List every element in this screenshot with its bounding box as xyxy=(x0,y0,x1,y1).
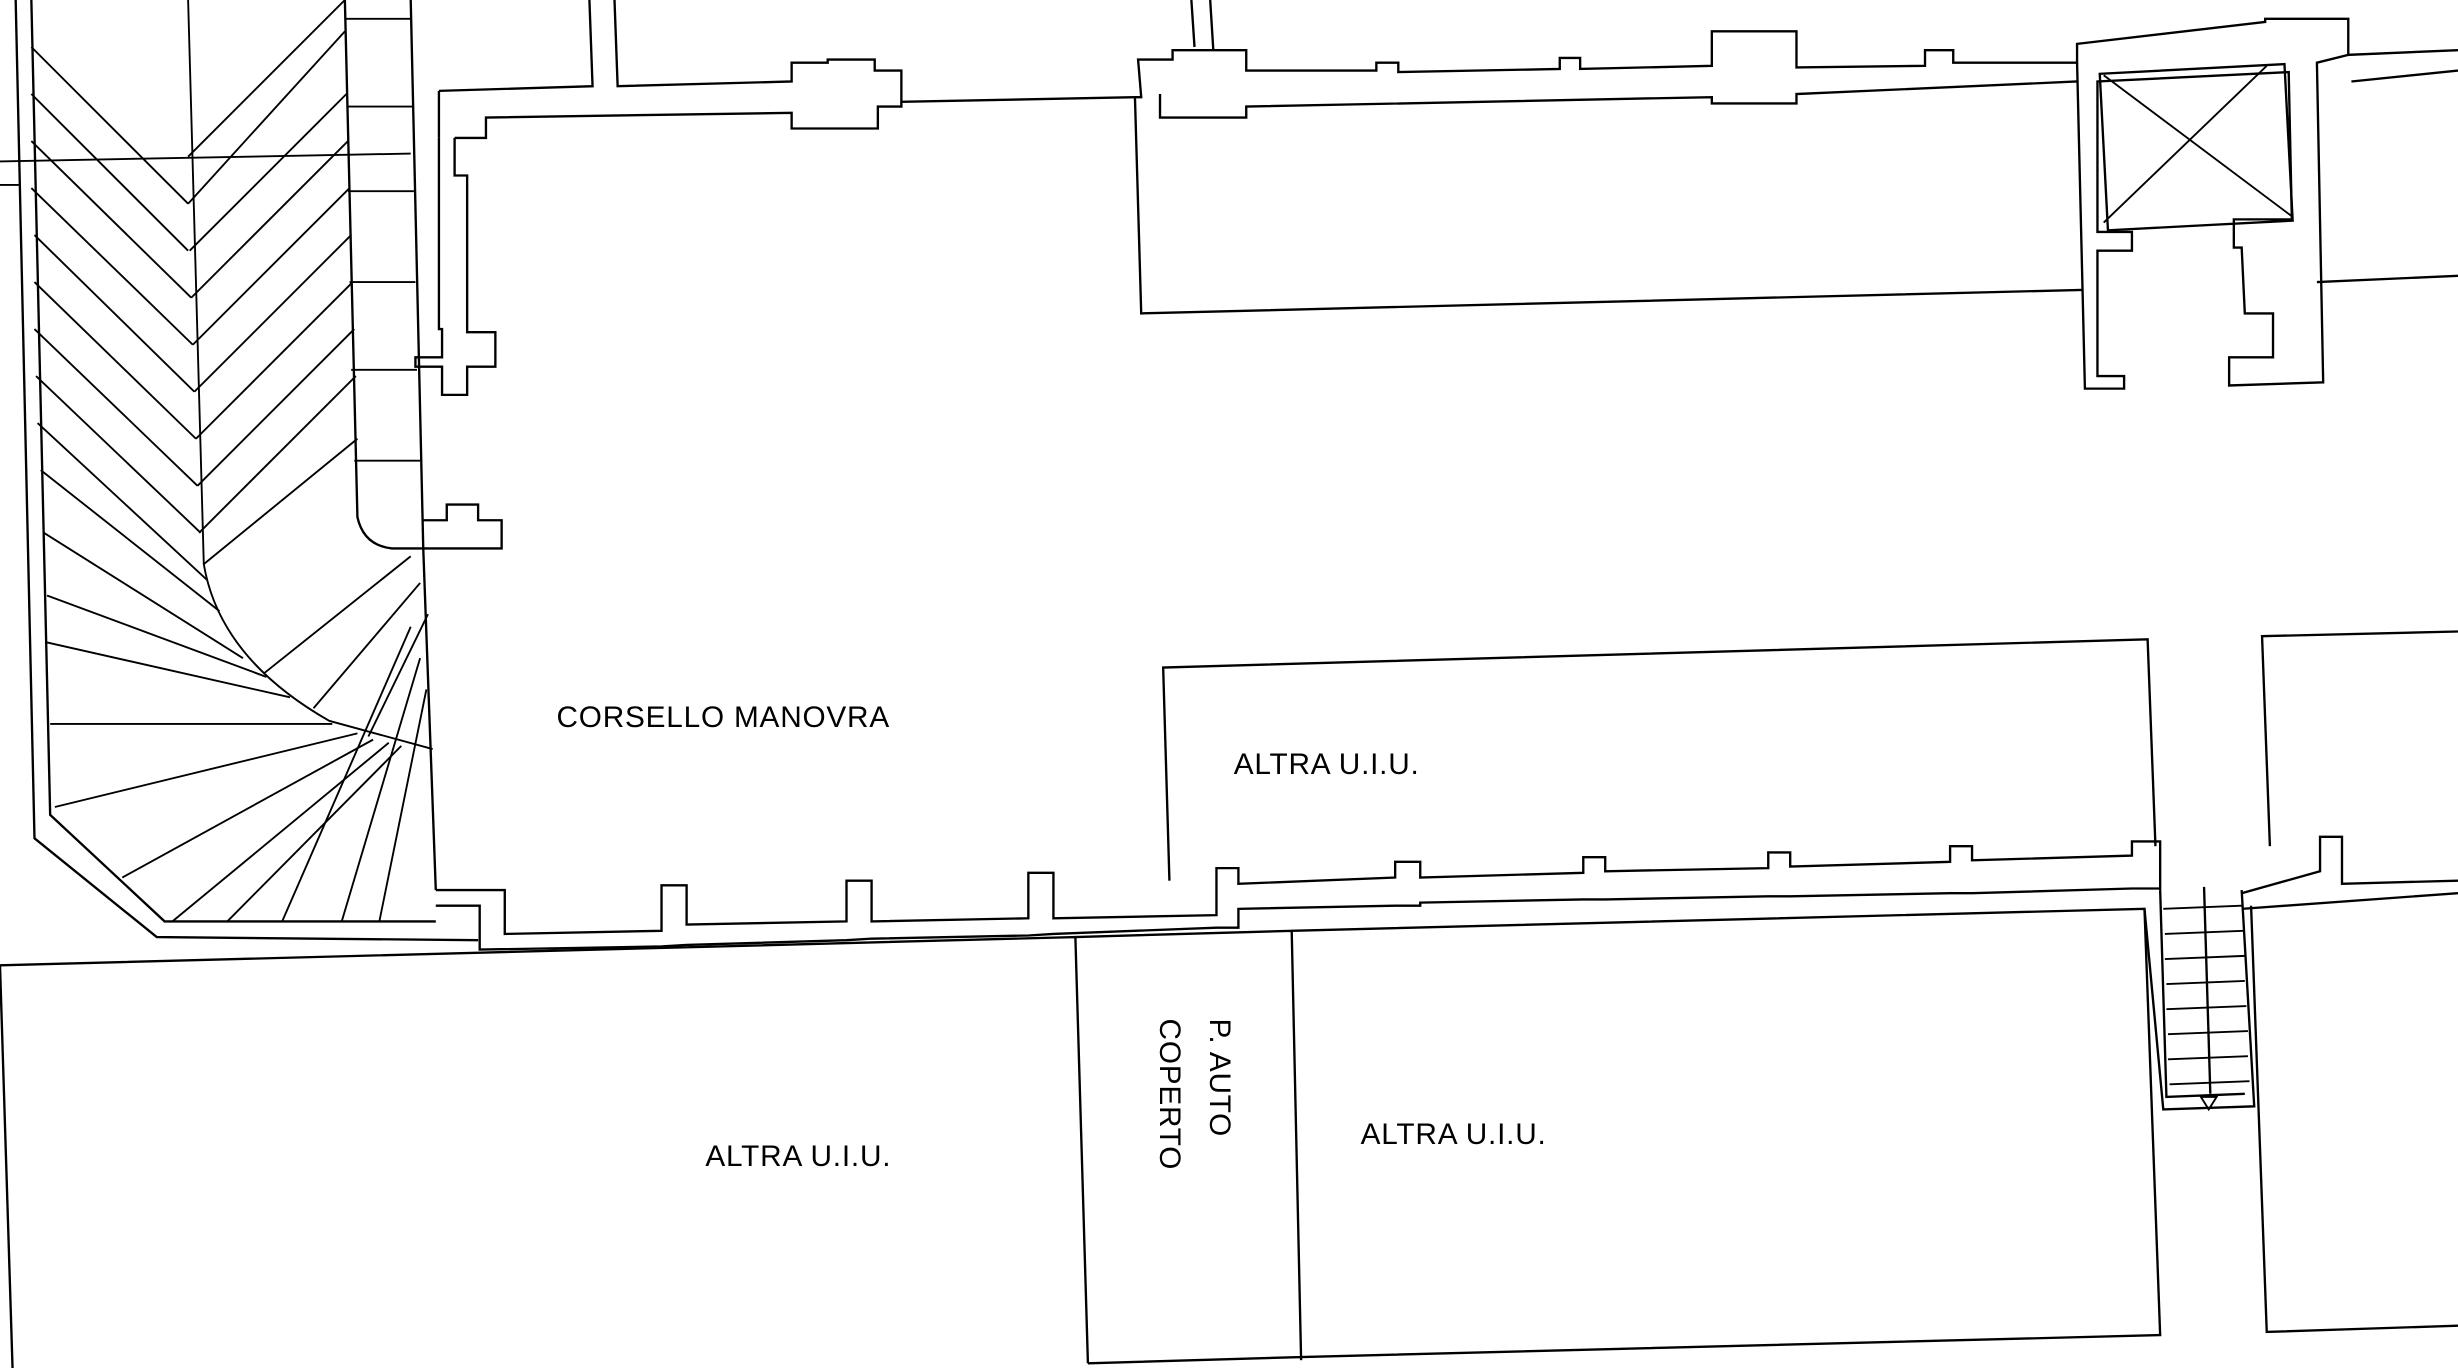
stair-outline xyxy=(2143,886,2256,1111)
corsello-left-pier xyxy=(414,137,497,397)
top-right-rooms xyxy=(1133,53,2458,390)
elevator-shaft xyxy=(2098,62,2294,232)
ramp-cross-line xyxy=(0,152,411,163)
bottom-rooms xyxy=(0,905,2458,1368)
label-parking-line1: P. AUTO xyxy=(1203,1019,1236,1138)
ramp xyxy=(0,0,479,942)
stair xyxy=(2143,886,2256,1112)
top-wall-column xyxy=(1190,0,1215,51)
top-wall-upper xyxy=(409,0,2458,549)
top-room-box xyxy=(1133,97,2082,315)
uiu-top-box xyxy=(1161,638,2157,881)
ramp-hatch-right xyxy=(187,0,429,922)
corridor-wall xyxy=(435,835,2458,951)
stair-core-outer xyxy=(2075,53,2349,390)
bottom-right-box xyxy=(1291,907,2162,1359)
label-uiu-top: ALTRA U.I.U. xyxy=(1234,748,1420,781)
stair-arrow-icon xyxy=(2199,1095,2219,1112)
corridor-wall-upper xyxy=(435,840,2162,936)
label-corsello-manovra: CORSELLO MANOVRA xyxy=(556,701,889,734)
middle-rooms xyxy=(1161,630,2458,881)
corsello-left-wall xyxy=(422,548,437,891)
right-room-box xyxy=(2260,630,2458,847)
ramp-curb-blocks xyxy=(344,17,421,462)
corsello-left-stub xyxy=(423,503,503,550)
top-wall xyxy=(409,0,2458,891)
ramp-hatch-left xyxy=(30,46,402,923)
corridor-right-wall xyxy=(2241,835,2458,911)
parking-box xyxy=(1075,929,1303,1365)
bottom-left-box xyxy=(0,935,1090,1364)
elevator-shaft-cross-2 xyxy=(2103,65,2268,224)
bottom-left-edge xyxy=(0,965,14,1368)
label-uiu-bottom-right: ALTRA U.I.U. xyxy=(1361,1118,1547,1151)
stair-treads xyxy=(2163,904,2250,1086)
label-uiu-bottom-left: ALTRA U.I.U. xyxy=(705,1140,891,1173)
ramp-inner-curb xyxy=(343,0,424,550)
top-wall-lower xyxy=(437,69,2458,140)
label-parking-line2: COPERTO xyxy=(1153,1019,1186,1171)
corridor-wall-lower xyxy=(435,887,2161,951)
ramp-outer-edge xyxy=(14,0,479,942)
bottom-far-right-box xyxy=(2249,905,2458,1334)
ramp-inner-edge xyxy=(30,0,436,923)
right-top-wall xyxy=(2316,274,2458,284)
elevator-shaft-cross-1 xyxy=(2103,74,2293,217)
